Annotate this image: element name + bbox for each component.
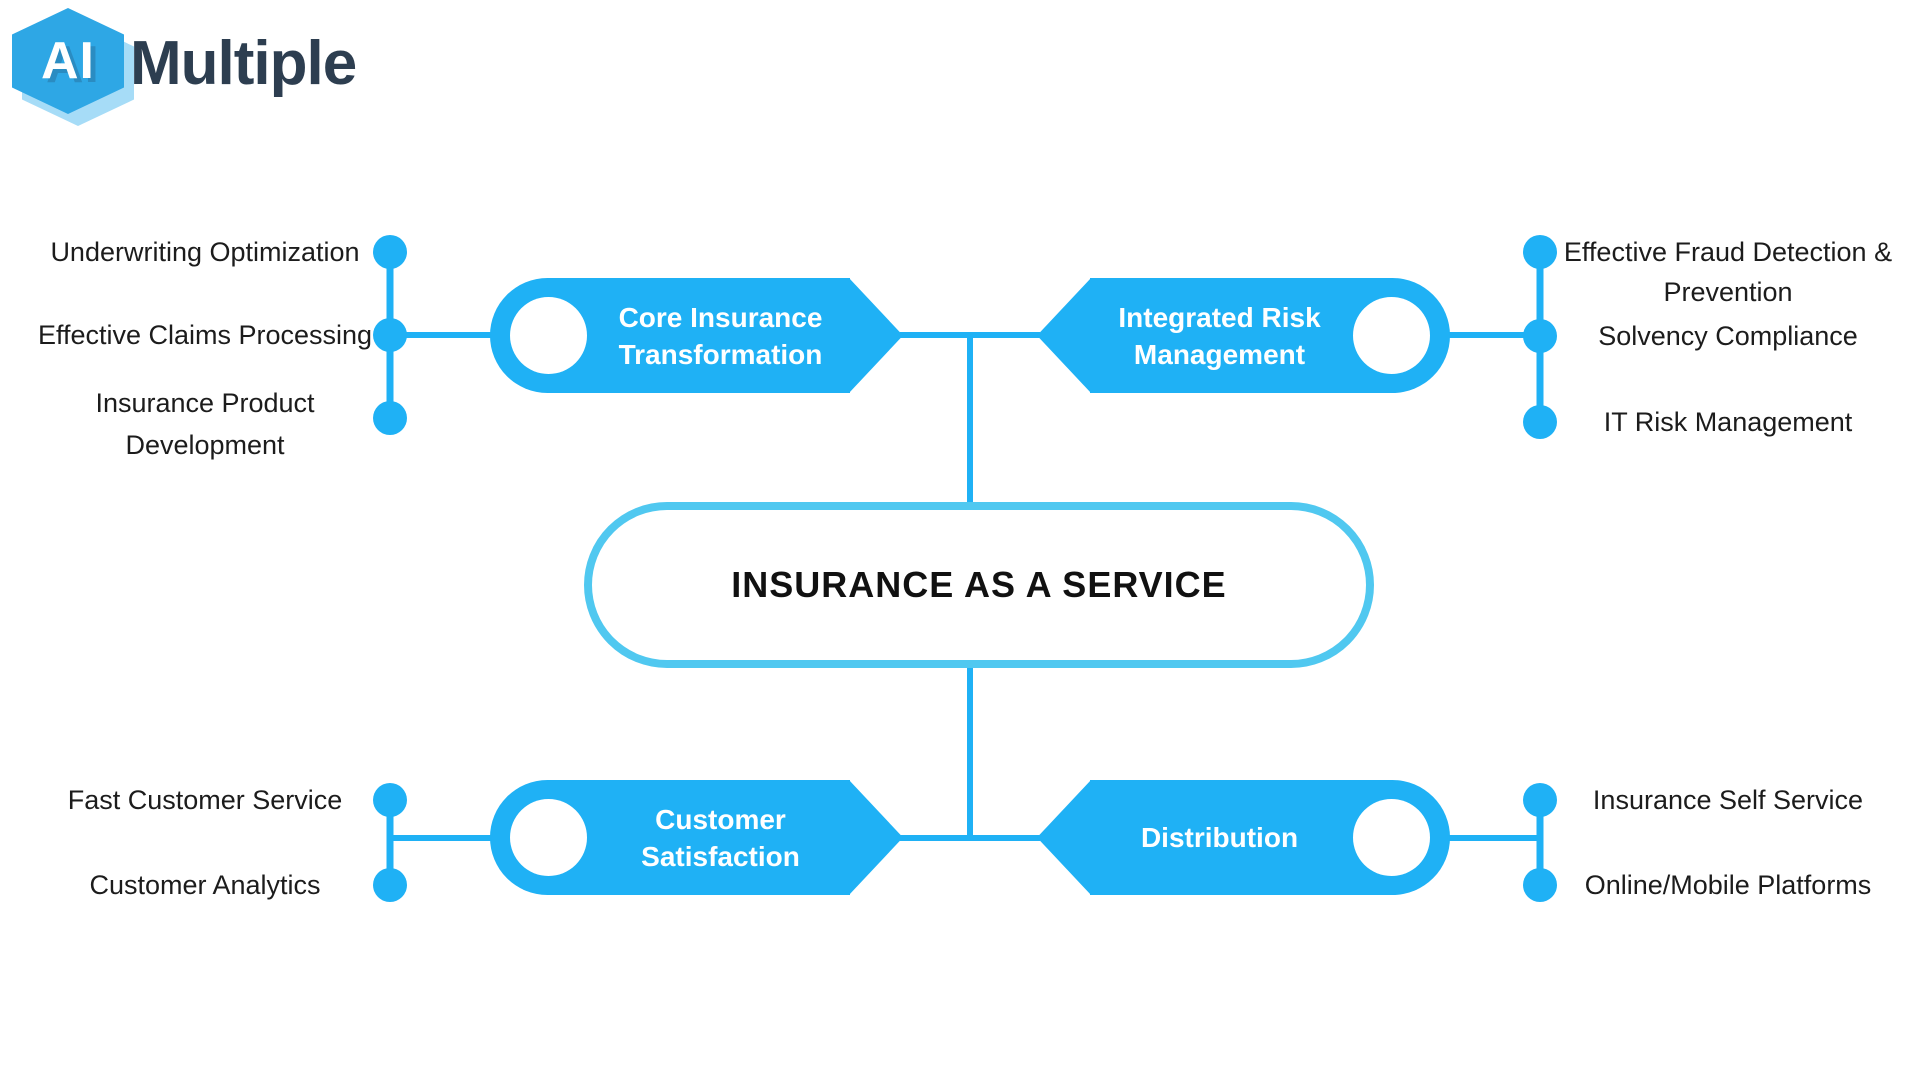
- arrow-right-icon: [849, 780, 903, 895]
- dot-underwriting-optimization: [373, 235, 407, 269]
- brand-name: Multiple: [130, 29, 357, 98]
- logo-ai-text: AI: [41, 32, 95, 90]
- center-node-label: INSURANCE AS A SERVICE: [731, 564, 1227, 605]
- item-it-risk-management: IT Risk Management: [1603, 407, 1853, 437]
- arrow-left-icon: [1037, 278, 1091, 393]
- arrow-left-icon: [1037, 780, 1091, 895]
- badge-label: Customer Satisfaction: [641, 803, 800, 872]
- badge-integrated-risk-management: Integrated Risk Management: [1037, 278, 1450, 393]
- dot-it-risk-management: [1523, 405, 1557, 439]
- item-insurance-product-development: Insurance Product Development: [95, 388, 315, 460]
- center-node: INSURANCE AS A SERVICE: [584, 502, 1374, 668]
- item-customer-analytics: Customer Analytics: [89, 870, 321, 900]
- item-solvency-compliance: Solvency Compliance: [1598, 321, 1858, 351]
- item-insurance-self-service: Insurance Self Service: [1592, 785, 1864, 815]
- badge-label: Integrated Risk Management: [1118, 301, 1321, 370]
- dot-fast-customer-service: [373, 783, 407, 817]
- item-effective-claims-processing: Effective Claims Processing: [37, 320, 373, 350]
- badge-circle-icon: [1353, 297, 1430, 374]
- item-underwriting-optimization: Underwriting Optimization: [50, 237, 360, 267]
- dot-insurance-product-development: [373, 401, 407, 435]
- badge-label: Core Insurance Transformation: [618, 301, 823, 370]
- badge-core-insurance-transformation: Core Insurance Transformation: [490, 278, 903, 393]
- badge-circle-icon: [510, 799, 587, 876]
- dot-online-mobile-platforms: [1523, 868, 1557, 902]
- item-online-mobile-platforms: Online/Mobile Platforms: [1584, 870, 1872, 900]
- item-fast-customer-service: Fast Customer Service: [67, 785, 343, 815]
- arrow-right-icon: [849, 278, 903, 393]
- badge-circle-icon: [1353, 799, 1430, 876]
- badge-distribution: Distribution: [1037, 780, 1450, 895]
- badge-customer-satisfaction: Customer Satisfaction: [490, 780, 903, 895]
- dot-insurance-self-service: [1523, 783, 1557, 817]
- item-effective-fraud-detection-prevention: Effective Fraud Detection & Prevention: [1563, 237, 1893, 307]
- aimultiple-logo: AI Multiple: [10, 6, 390, 126]
- dot-solvency-compliance: [1523, 319, 1557, 353]
- dot-customer-analytics: [373, 868, 407, 902]
- badge-circle-icon: [510, 297, 587, 374]
- dot-fraud-detection: [1523, 235, 1557, 269]
- dot-effective-claims-processing: [373, 318, 407, 352]
- badge-label: Distribution: [1140, 822, 1299, 853]
